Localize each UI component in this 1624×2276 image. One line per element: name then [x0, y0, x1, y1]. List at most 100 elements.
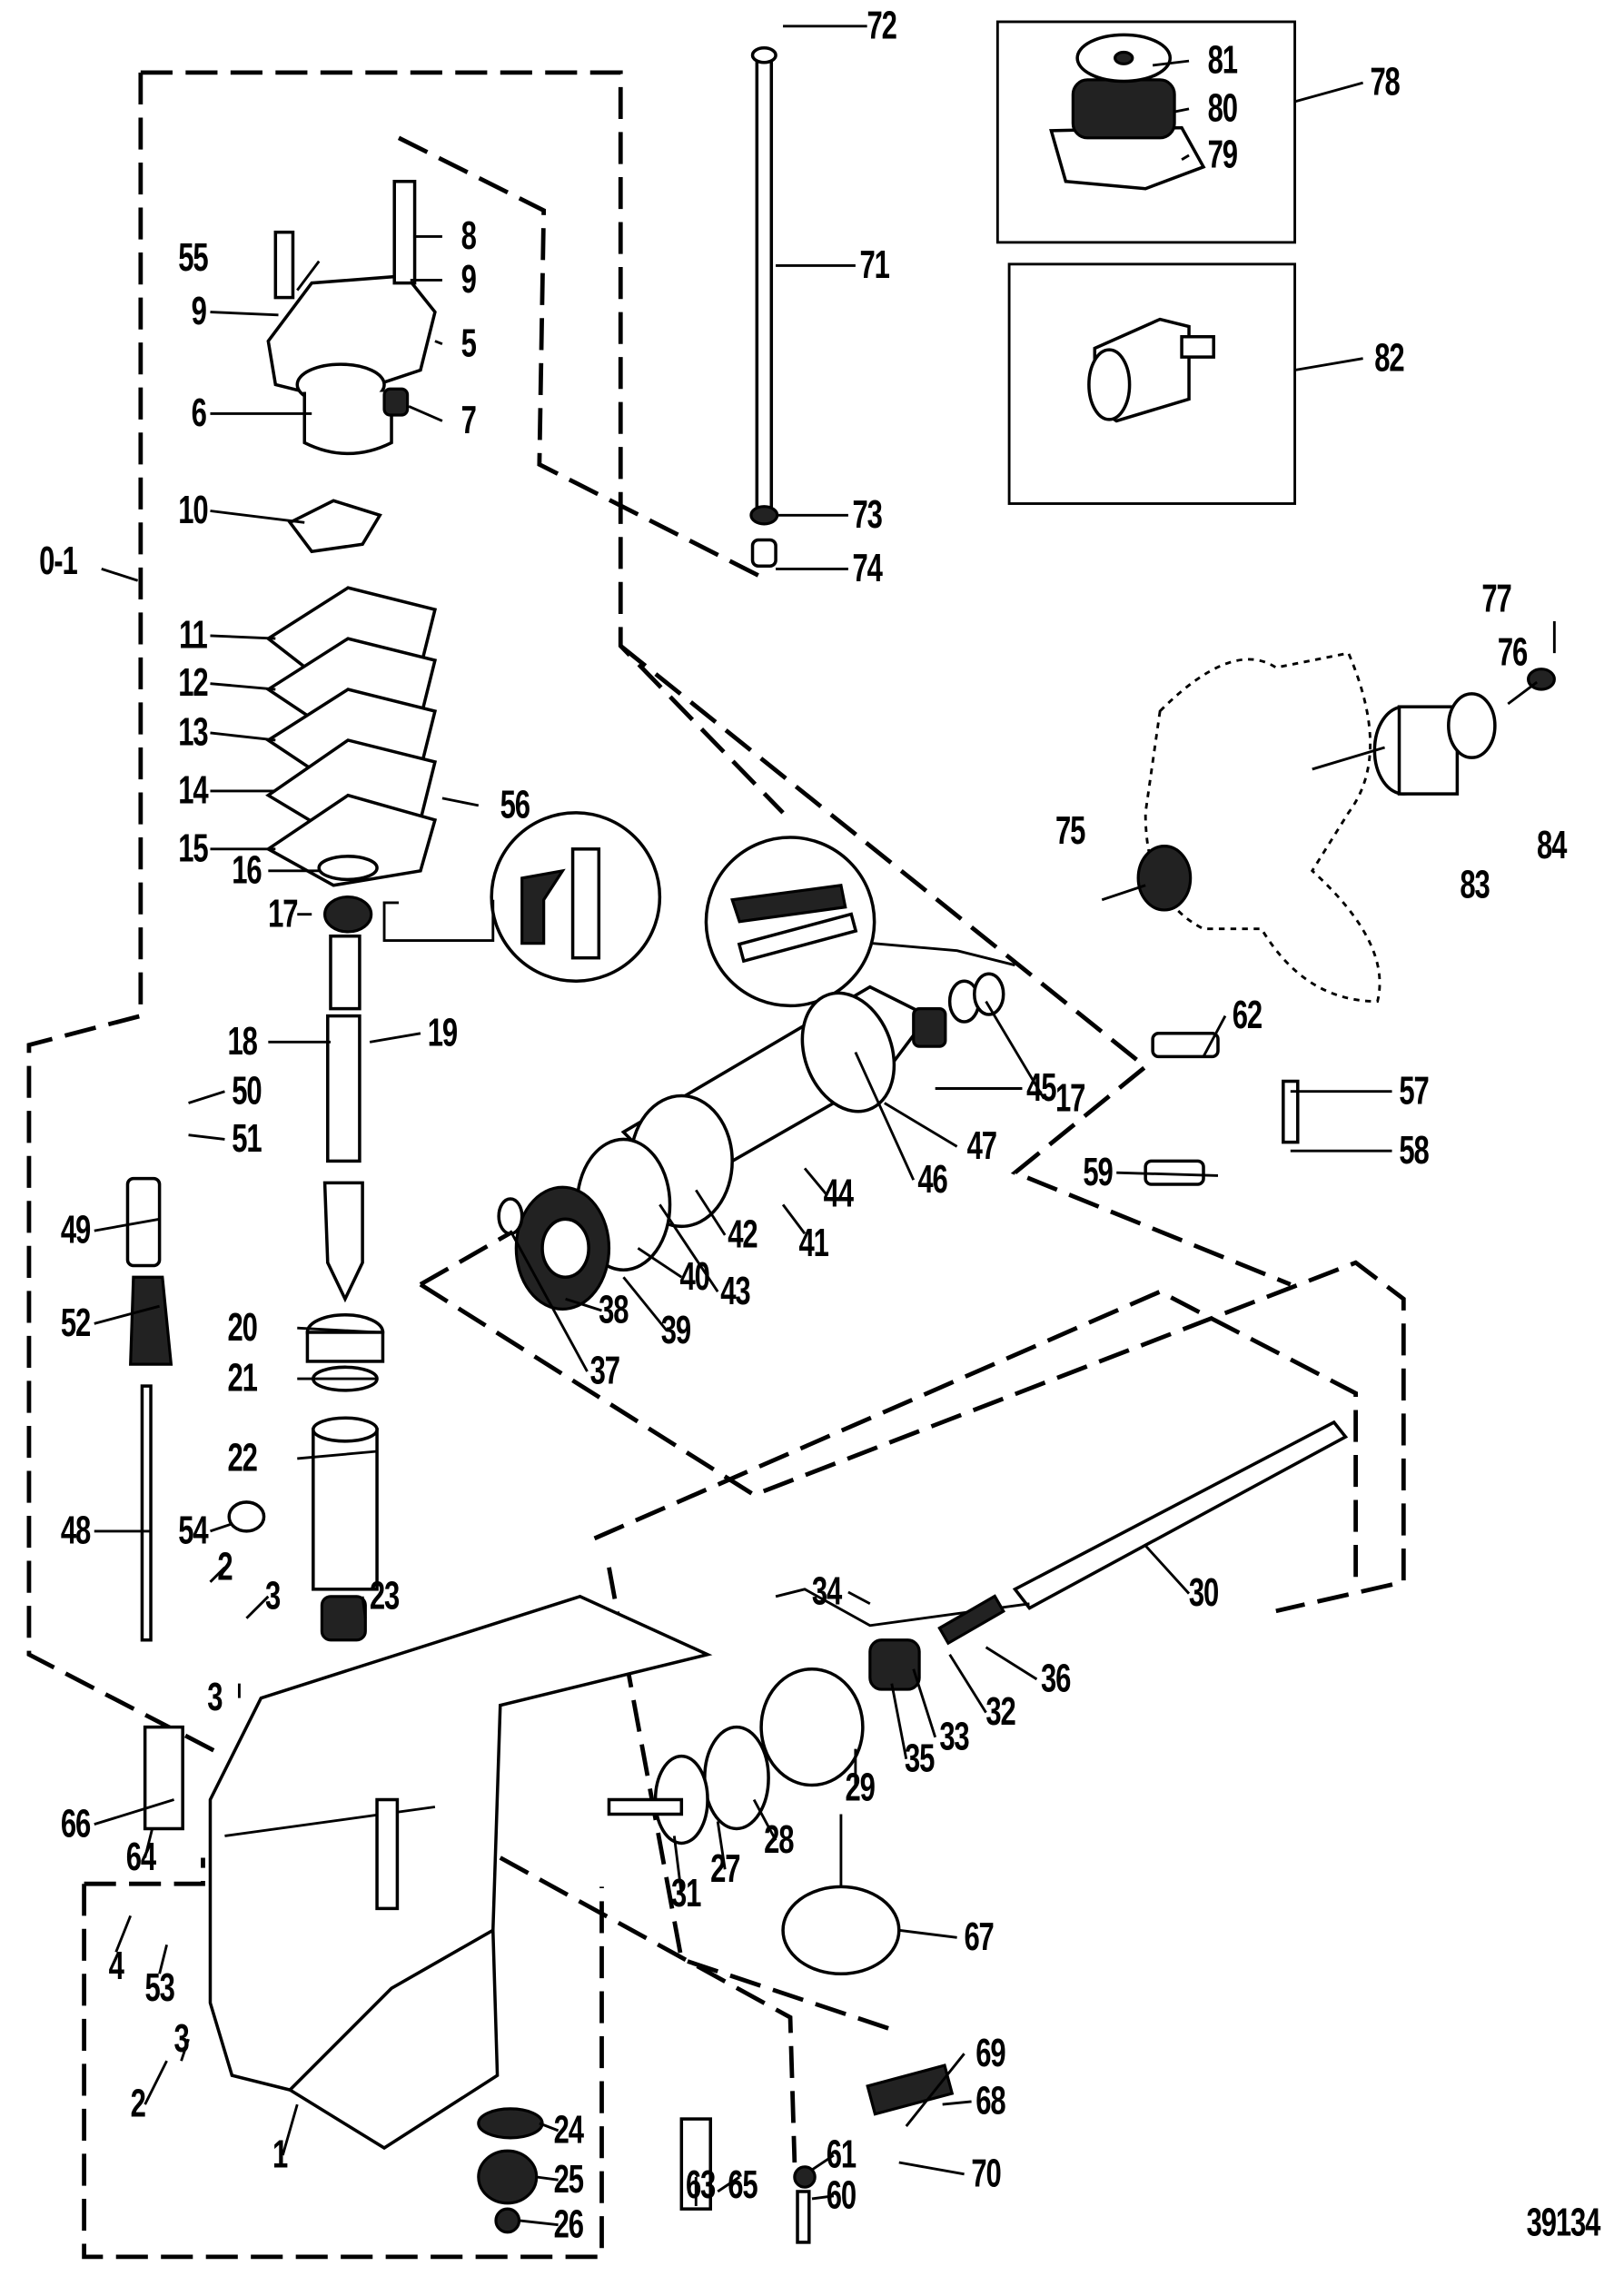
lower-boundary — [82, 1857, 604, 2260]
trim-boundary — [499, 1855, 797, 2163]
callout-2: 2 — [130, 2082, 146, 2126]
callout-65: 65 — [728, 2162, 758, 2207]
callout-29: 29 — [845, 1765, 876, 1809]
figure-number: 39134 — [1526, 2201, 1601, 2245]
callout-43: 43 — [720, 1269, 750, 1313]
callout-42: 42 — [728, 1212, 758, 1257]
callout-83: 83 — [1460, 863, 1490, 906]
callout-6: 6 — [191, 391, 207, 435]
callout-15: 15 — [178, 826, 208, 871]
callout-17: 17 — [268, 891, 298, 935]
callout-5: 5 — [460, 321, 477, 365]
callout-4: 4 — [108, 1944, 124, 1988]
callout-9: 9 — [460, 257, 477, 302]
callout-24: 24 — [553, 2108, 584, 2152]
inset-box-82 — [1007, 262, 1297, 505]
callout-58: 58 — [1399, 1128, 1429, 1173]
callout-9: 9 — [191, 289, 207, 333]
callout-2: 2 — [217, 1545, 233, 1589]
callout-50: 50 — [232, 1068, 262, 1113]
callout-40: 40 — [679, 1254, 710, 1299]
callout-78: 78 — [1370, 60, 1400, 104]
callout-51: 51 — [232, 1116, 262, 1161]
callout-19: 19 — [427, 1011, 458, 1054]
shaft-boundary — [593, 1289, 1359, 1582]
callout-73: 73 — [852, 492, 883, 537]
callout-1: 1 — [272, 2133, 288, 2177]
callout-36: 36 — [1041, 1657, 1071, 1701]
callout-10: 10 — [178, 488, 208, 532]
callout-60: 60 — [826, 2173, 857, 2217]
callout-52: 52 — [60, 1301, 91, 1345]
callout-3: 3 — [265, 1574, 281, 1618]
callout-35: 35 — [904, 1737, 935, 1780]
callout-34: 34 — [811, 1569, 842, 1614]
callout-79: 79 — [1207, 133, 1238, 177]
callout-74: 74 — [852, 546, 883, 590]
kit-boundary-0-1 — [26, 70, 785, 1758]
callout-47: 47 — [966, 1123, 997, 1168]
callout-21: 21 — [227, 1356, 257, 1400]
callout-7: 7 — [460, 398, 477, 442]
callout-41: 41 — [798, 1221, 828, 1265]
callout-59: 59 — [1083, 1150, 1113, 1194]
callout-31: 31 — [670, 1871, 701, 1915]
callout-48: 48 — [60, 1509, 91, 1553]
callout-69: 69 — [975, 2031, 1005, 2075]
callout-12: 12 — [178, 660, 208, 705]
callout-76: 76 — [1497, 630, 1528, 675]
callout-71: 71 — [859, 242, 890, 287]
callout-28: 28 — [764, 1817, 794, 1862]
callout-84: 84 — [1537, 823, 1567, 867]
callout-75: 75 — [1055, 808, 1085, 853]
callout-20: 20 — [227, 1305, 257, 1350]
callout-72: 72 — [866, 3, 896, 47]
callout-3: 3 — [207, 1675, 223, 1719]
callout-30: 30 — [1188, 1570, 1219, 1615]
callout-62: 62 — [1232, 993, 1263, 1037]
callout-3: 3 — [173, 2016, 189, 2061]
callout-18: 18 — [227, 1019, 257, 1064]
callout-46: 46 — [917, 1157, 947, 1202]
callout-32: 32 — [985, 1689, 1015, 1734]
callout-44: 44 — [823, 1172, 854, 1216]
callout-55: 55 — [178, 235, 208, 280]
callout-67: 67 — [964, 1915, 994, 1959]
callout-49: 49 — [60, 1208, 91, 1252]
callout-16: 16 — [232, 848, 262, 892]
inset-box-78 — [995, 20, 1297, 244]
callout-80: 80 — [1207, 86, 1238, 131]
callout-0-1: 0-1 — [39, 539, 78, 583]
callout-77: 77 — [1481, 577, 1511, 621]
callout-68: 68 — [975, 2079, 1005, 2123]
callout-45: 45 — [1026, 1065, 1056, 1110]
callout-33: 33 — [939, 1715, 969, 1758]
callout-8: 8 — [460, 213, 477, 258]
callout-39: 39 — [660, 1308, 691, 1352]
callout-66: 66 — [60, 1801, 91, 1846]
callout-82: 82 — [1374, 335, 1404, 380]
callout-37: 37 — [589, 1349, 620, 1393]
callout-38: 38 — [599, 1288, 629, 1332]
callout-63: 63 — [685, 2162, 716, 2207]
callout-13: 13 — [178, 710, 208, 755]
callout-17: 17 — [1055, 1075, 1085, 1120]
callout-56: 56 — [500, 783, 530, 827]
callout-81: 81 — [1207, 38, 1238, 83]
gear-boundary — [619, 644, 1292, 1287]
callout-57: 57 — [1399, 1068, 1429, 1113]
callout-54: 54 — [178, 1509, 208, 1553]
callout-11: 11 — [179, 613, 208, 658]
callout-22: 22 — [227, 1436, 257, 1480]
callout-53: 53 — [144, 1965, 174, 2010]
callout-61: 61 — [826, 2133, 857, 2177]
callout-26: 26 — [553, 2202, 584, 2246]
callout-27: 27 — [710, 1846, 740, 1891]
callout-25: 25 — [553, 2157, 584, 2202]
pump-boundary — [397, 135, 770, 583]
callout-70: 70 — [971, 2152, 1001, 2195]
callout-64: 64 — [125, 1835, 156, 1879]
callout-23: 23 — [369, 1574, 400, 1618]
